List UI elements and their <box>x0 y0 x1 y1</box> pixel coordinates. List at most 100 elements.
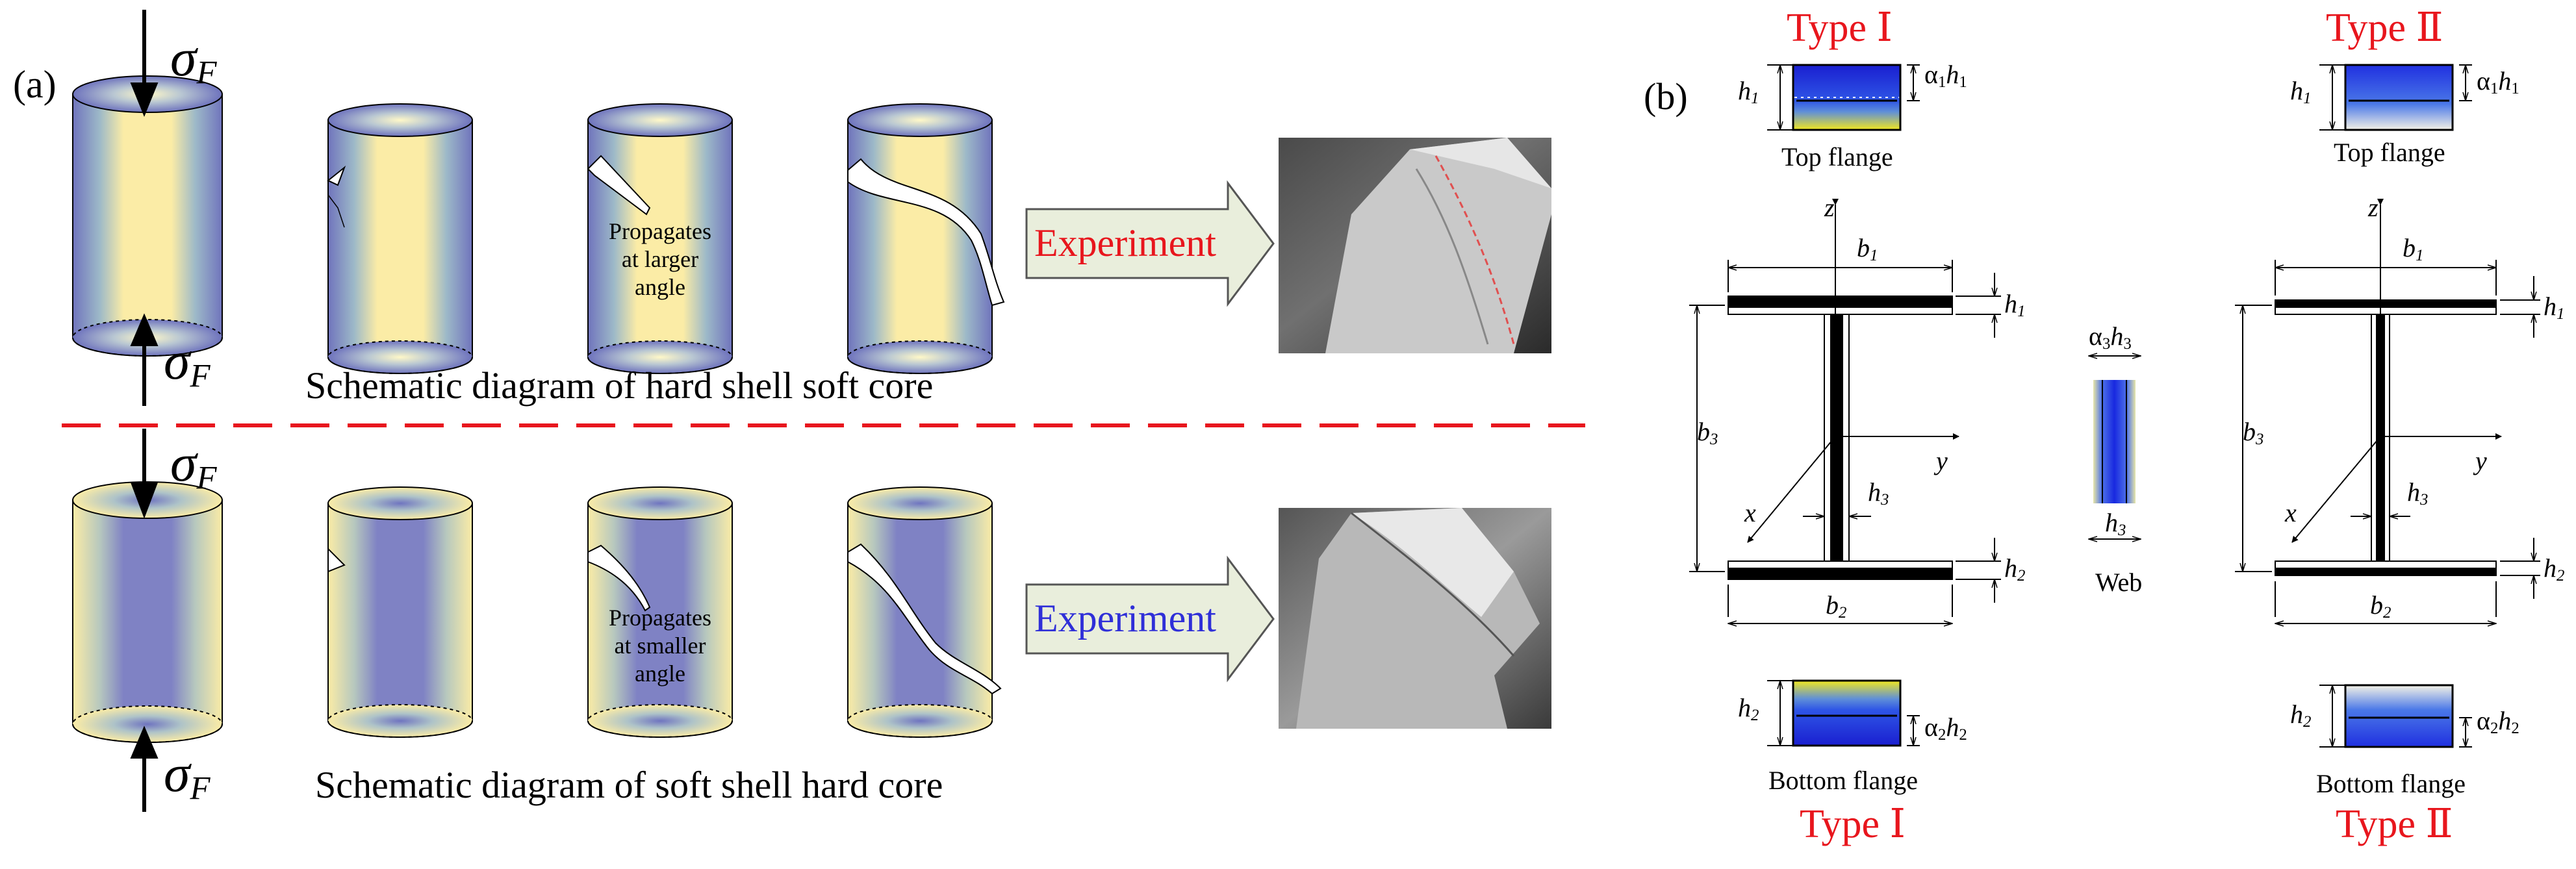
panel-a <box>62 10 1585 812</box>
sub-index: 3 <box>2256 431 2264 449</box>
dim-b1-type1: b1 <box>1857 235 1878 264</box>
experiment-arrow-top <box>1025 180 1275 307</box>
web-label: Web <box>2095 568 2143 597</box>
type1-bottom-flange-block <box>1792 679 1902 747</box>
sub-index: 1 <box>1751 90 1759 108</box>
h-symbol: h <box>2004 553 2017 583</box>
dim-h1-ibeam2: h1 <box>2544 294 2564 323</box>
dim-h2-ibeam2: h2 <box>2544 555 2564 585</box>
h-symbol: h <box>1868 477 1881 507</box>
soft-shell-cylinder-3 <box>587 486 733 738</box>
soft-shell-cylinder-2 <box>327 486 473 738</box>
dim-h3-ibeam1: h3 <box>1868 479 1889 509</box>
dim-b1-type2: b1 <box>2403 235 2423 264</box>
sub-index: 3 <box>2123 335 2132 353</box>
caption-soft-shell: Schematic diagram of soft shell hard cor… <box>315 764 943 806</box>
sub-index: 3 <box>1881 491 1889 509</box>
dim-h2-type1: h2 <box>1738 695 1759 724</box>
soft-shell-cylinder-1 <box>72 481 223 743</box>
sub-index: 2 <box>2511 720 2519 738</box>
h-symbol: h <box>2544 292 2557 321</box>
b-symbol: b <box>1826 590 1839 620</box>
dim-b2-type1: b2 <box>1826 592 1846 622</box>
h-symbol: h <box>2290 76 2303 105</box>
experiment-photo-top <box>1279 138 1551 353</box>
sub-index: 2 <box>2017 567 2026 585</box>
dim-alpha1h1-type1: α1h1 <box>1924 62 1967 91</box>
dim-alpha1h1-type2: α1h1 <box>2477 68 2519 97</box>
sigma-symbol: σ <box>164 744 190 803</box>
axis-z-2: z <box>2368 193 2378 222</box>
sub-index: 2 <box>1959 726 1967 744</box>
sigma-symbol: σ <box>170 433 197 492</box>
load-arrows <box>130 10 159 812</box>
type1-title-top: Type Ⅰ <box>1787 6 1893 50</box>
axis-y-2: y <box>2475 446 2487 475</box>
sigma-f-label-2: σF <box>164 334 210 393</box>
sub-index: 1 <box>2511 80 2519 98</box>
crack-propagating <box>587 155 651 216</box>
alpha-symbol: α <box>2089 321 2102 351</box>
dim-b2-type2: b2 <box>2370 592 2391 622</box>
h-symbol: h <box>2498 66 2512 95</box>
h-symbol: h <box>1946 712 1959 742</box>
sub-index: 3 <box>2102 335 2111 353</box>
h-symbol: h <box>2544 553 2557 583</box>
ibeam-type1 <box>1689 199 2001 623</box>
sigma-subscript: F <box>196 54 217 91</box>
panel-b <box>1689 64 2540 748</box>
experiment-label-bottom: Experiment <box>1034 597 1216 640</box>
sub-index: 2 <box>2557 567 2565 585</box>
axis-x-1: x <box>1744 498 1756 527</box>
panel-b-label: (b) <box>1644 75 1688 118</box>
alpha-symbol: α <box>2477 66 2490 95</box>
sub-index: 1 <box>2017 303 2026 321</box>
axis-y-1: y <box>1936 446 1948 475</box>
dim-h3-web: h3 <box>2105 510 2126 539</box>
sigma-subscript: F <box>196 459 217 496</box>
dim-b3-type2: b3 <box>2243 419 2264 448</box>
h-symbol: h <box>2407 477 2420 507</box>
propagates-larger-label: Propagates at larger angle <box>588 218 732 302</box>
sigma-symbol: σ <box>164 331 190 390</box>
dim-h1-type1: h1 <box>1738 78 1759 107</box>
propagates-line-1: Propagates <box>609 218 711 244</box>
hard-shell-cylinder-3 <box>587 103 733 374</box>
caption-hard-shell: Schematic diagram of hard shell soft cor… <box>305 364 934 407</box>
dim-h2-type2: h2 <box>2290 701 2311 731</box>
sigma-subscript: F <box>190 770 210 807</box>
sub-index: 1 <box>2303 90 2312 108</box>
sigma-subscript: F <box>190 357 210 394</box>
propagates-line-2: at larger <box>621 246 699 273</box>
propagates-line-2: at smaller <box>614 633 706 659</box>
propagates-line-3: angle <box>635 274 685 301</box>
alpha-symbol: α <box>1924 60 1938 89</box>
b-symbol: b <box>1697 417 1710 446</box>
type1-title-bottom: Type Ⅰ <box>1800 802 1906 846</box>
ibeam-type2 <box>2235 199 2540 623</box>
sub-index: 2 <box>1937 726 1946 744</box>
dim-b3-type1: b3 <box>1697 419 1718 448</box>
h-symbol: h <box>1738 693 1751 722</box>
dim-h1-ibeam1: h1 <box>2004 291 2025 320</box>
propagates-smaller-label: Propagates at smaller angle <box>588 604 732 688</box>
crack-initial <box>327 165 346 186</box>
hard-shell-cylinder-4 <box>847 103 1005 374</box>
web-block <box>2093 380 2136 503</box>
sub-index: 2 <box>2490 720 2499 738</box>
small-block-dimensions <box>1767 64 2472 748</box>
sub-index: 3 <box>2420 491 2429 509</box>
b-symbol: b <box>1857 233 1870 262</box>
axis-z-1: z <box>1824 193 1835 222</box>
sub-index: 1 <box>2490 80 2499 98</box>
bottom-flange-label-1: Bottom flange <box>1768 766 1918 795</box>
sigma-f-label-3: σF <box>170 436 217 495</box>
sub-index: 2 <box>1839 604 1847 622</box>
type2-bottom-flange-block <box>2344 684 2454 748</box>
sub-index: 3 <box>2118 522 2126 540</box>
soft-shell-cylinder-4 <box>847 486 1002 738</box>
top-flange-label-1: Top flange <box>1781 142 1893 171</box>
type2-top-flange-block <box>2344 64 2454 131</box>
sigma-symbol: σ <box>170 28 197 87</box>
